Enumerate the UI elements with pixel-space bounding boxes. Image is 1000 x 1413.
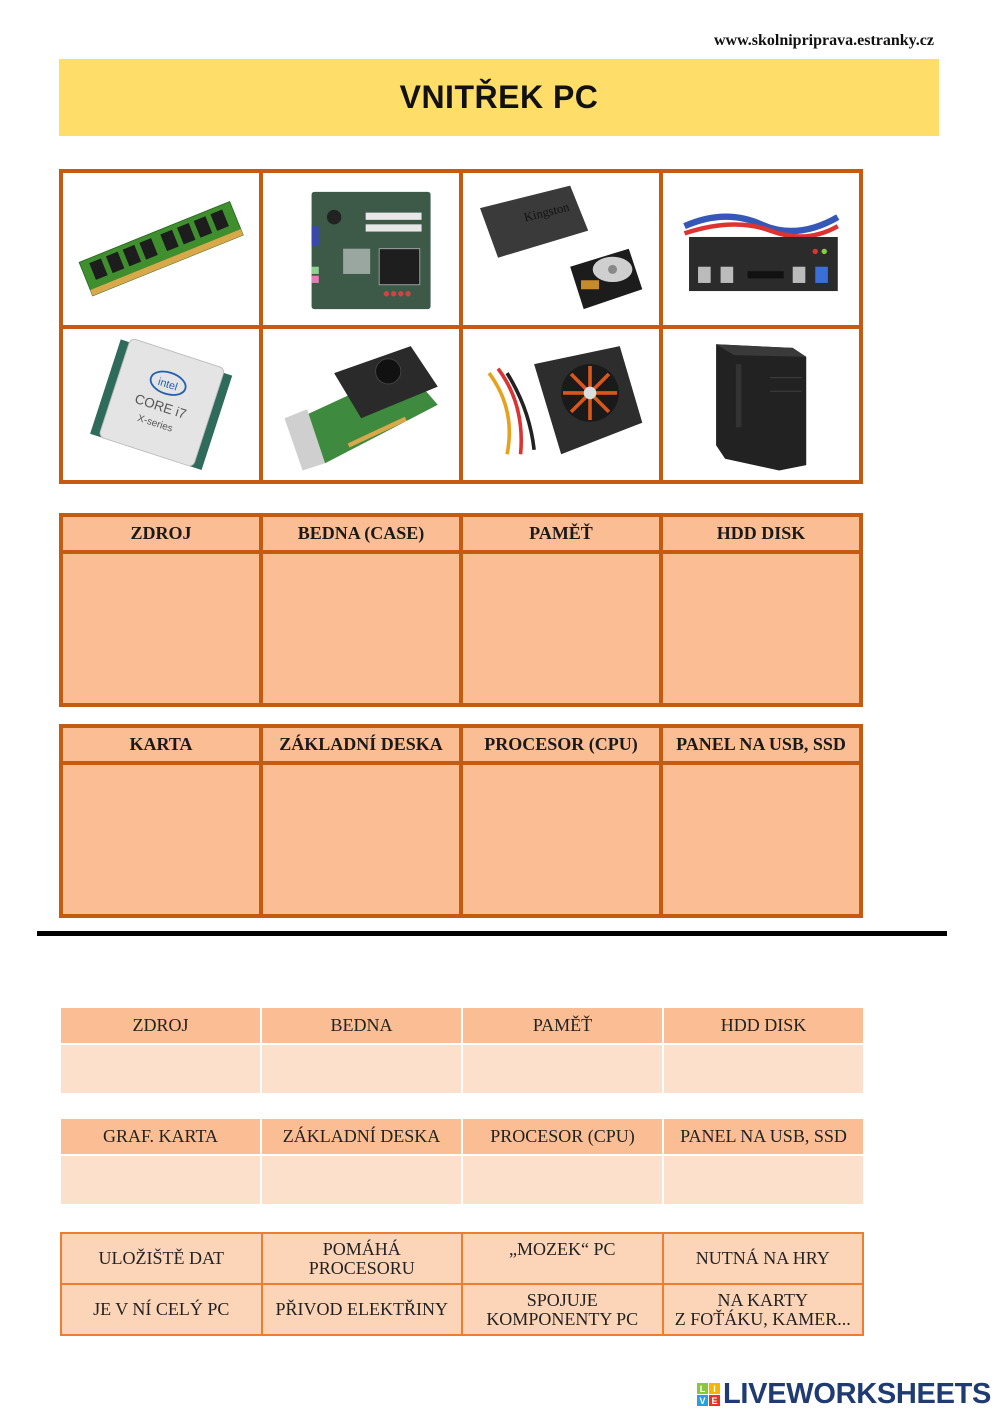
clue-card[interactable]: ULOŽIŠTĚ DAT [62,1234,261,1283]
answer-table-1: ZDROJ BEDNA (CASE) PAMĚŤ HDD DISK [59,513,863,707]
clue-card[interactable]: „MOZEK“ PC [463,1234,662,1283]
pc-case-icon [715,343,807,471]
ssd-and-hdd-icon: Kingston [479,185,643,310]
section-divider [37,931,947,936]
description-header: ZÁKLADNÍ DESKA [262,1119,461,1154]
picture-drop-zone[interactable] [263,765,459,914]
description-header: PROCESOR (CPU) [463,1119,662,1154]
brand-name: LIVEWORKSHEETS [723,1378,992,1410]
component-picture-grid: Kingston intel C [59,169,863,484]
picture-drop-zone[interactable] [63,765,259,914]
usb-front-panel-icon [683,213,840,292]
picture-cpu[interactable]: intel CORE i7 X-series [63,328,259,480]
picture-graphics-card[interactable] [263,328,459,480]
picture-power-supply[interactable] [463,328,659,480]
ram-module-icon [78,201,244,297]
answer-header: PROCESOR (CPU) [463,728,659,761]
clue-card[interactable]: NA KARTY Z FOŤÁKU, KAMER... [663,1285,862,1334]
description-drop-zone[interactable] [463,1045,662,1093]
title-banner: VNITŘEK PC [59,59,939,136]
svg-text:intel: intel [156,375,179,393]
page-title: VNITŘEK PC [399,79,599,115]
picture-drop-zone[interactable] [663,554,859,703]
logo-letter-i: I [709,1383,720,1394]
clue-card[interactable]: NUTNÁ NA HRY [663,1234,862,1283]
cpu-intel-core-i7-icon: intel CORE i7 X-series [89,338,233,470]
clue-card[interactable]: SPOJUJE KOMPONENTY PC [463,1285,662,1334]
picture-drop-zone[interactable] [463,765,659,914]
picture-drop-zone[interactable] [263,554,459,703]
picture-drop-zone[interactable] [463,554,659,703]
answer-header: HDD DISK [663,517,859,550]
picture-usb-panel[interactable] [663,173,859,325]
graphics-card-icon [284,345,438,471]
description-header: GRAF. KARTA [61,1119,260,1154]
description-drop-zone[interactable] [61,1045,260,1093]
description-drop-zone[interactable] [463,1156,662,1204]
liveworksheets-logo[interactable]: L I V E LIVEWORKSHEETS [697,1378,991,1411]
answer-header: PAMĚŤ [463,517,659,550]
picture-pc-case[interactable] [663,328,859,480]
motherboard-icon [311,191,431,310]
picture-drop-zone[interactable] [663,765,859,914]
description-drop-zone[interactable] [61,1156,260,1204]
clue-card[interactable]: PŘIVOD ELEKTŘINY [262,1285,461,1334]
answer-header: ZÁKLADNÍ DESKA [263,728,459,761]
answer-header: KARTA [63,728,259,761]
clue-card-table: ULOŽIŠTĚ DAT POMÁHÁ PROCESORU „MOZEK“ PC… [60,1232,864,1336]
description-drop-zone[interactable] [664,1156,863,1204]
picture-ram[interactable] [63,173,259,325]
description-drop-zone[interactable] [664,1045,863,1093]
description-table-2: GRAF. KARTA ZÁKLADNÍ DESKA PROCESOR (CPU… [61,1119,863,1204]
description-drop-zone[interactable] [262,1045,461,1093]
logo-letter-e: E [709,1395,720,1406]
answer-table-2: KARTA ZÁKLADNÍ DESKA PROCESOR (CPU) PANE… [59,724,863,918]
description-table-1: ZDROJ BEDNA PAMĚŤ HDD DISK [61,1008,863,1093]
description-header: ZDROJ [61,1008,260,1043]
answer-header: ZDROJ [63,517,259,550]
answer-header: BEDNA (CASE) [263,517,459,550]
logo-letter-l: L [697,1383,708,1394]
picture-ssd-hdd[interactable]: Kingston [463,173,659,325]
power-supply-icon [487,345,643,455]
site-url: www.skolnipriprava.estranky.cz [713,32,934,49]
picture-motherboard[interactable] [263,173,459,325]
description-header: PAMĚŤ [463,1008,662,1043]
clue-card[interactable]: POMÁHÁ PROCESORU [262,1234,461,1283]
description-header: BEDNA [262,1008,461,1043]
picture-drop-zone[interactable] [63,554,259,703]
description-header: PANEL NA USB, SSD [664,1119,863,1154]
description-header: HDD DISK [664,1008,863,1043]
description-drop-zone[interactable] [262,1156,461,1204]
answer-header: PANEL NA USB, SSD [663,728,859,761]
live-blocks-icon: L I V E [697,1383,720,1406]
logo-letter-v: V [697,1395,708,1406]
clue-card[interactable]: JE V NÍ CELÝ PC [62,1285,261,1334]
